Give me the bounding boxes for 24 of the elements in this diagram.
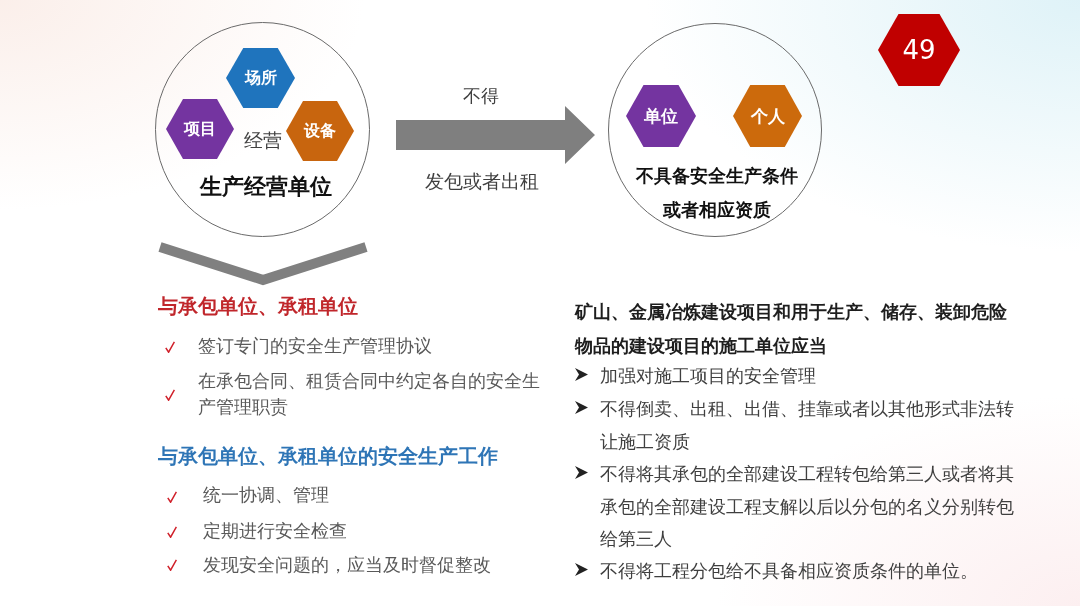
hexagon-tag: 设备 — [286, 101, 354, 161]
list-item: 不得将工程分包给不具备相应资质条件的单位。 — [600, 559, 979, 583]
arrow-caption: 发包或者出租 — [424, 170, 540, 193]
list-item: 在承包合同、租赁合同中约定各自的安全生产管理职责 — [198, 370, 541, 419]
section-heading: 与承包单位、承租单位的安全生产工作 — [158, 445, 499, 469]
hexagon-tag: 项目 — [166, 99, 234, 159]
hexagon-tag: 单位 — [626, 85, 696, 147]
list-item: 统一协调、管理 — [203, 484, 330, 507]
hexagon-tag: 个人 — [733, 85, 802, 147]
list-item: 定期进行安全检查 — [203, 520, 348, 543]
paragraph-heading: 矿山、金属冶炼建设项目和用于生产、储存、装卸危险物品的建设项目的施工单位应当 — [575, 300, 1008, 358]
circle-title: 生产经营单位 — [198, 173, 333, 200]
circle-caption: 不具备安全生产条件或者相应资质 — [635, 165, 799, 222]
list-item: 不得倒卖、出租、出借、挂靠或者以其他形式非法转让施工资质 — [600, 397, 1015, 454]
section-heading: 与承包单位、承租单位 — [158, 295, 359, 319]
center-label: 经营 — [243, 129, 283, 152]
list-item: 不得将其承包的全部建设工程转包给第三人或者将其承包的全部建设工程支解以后以分包的名义分别转包给第三人 — [600, 462, 1015, 551]
hexagon-tag: 场所 — [226, 48, 295, 108]
list-item: 签订专门的安全生产管理协议 — [198, 335, 433, 358]
page-number-badge: 49 — [878, 14, 960, 86]
block-arrow — [396, 106, 595, 164]
edge-label: 不得 — [461, 85, 500, 107]
list-item: 加强对施工项目的安全管理 — [600, 364, 817, 388]
list-item: 发现安全问题的，应当及时督促整改 — [203, 554, 492, 577]
